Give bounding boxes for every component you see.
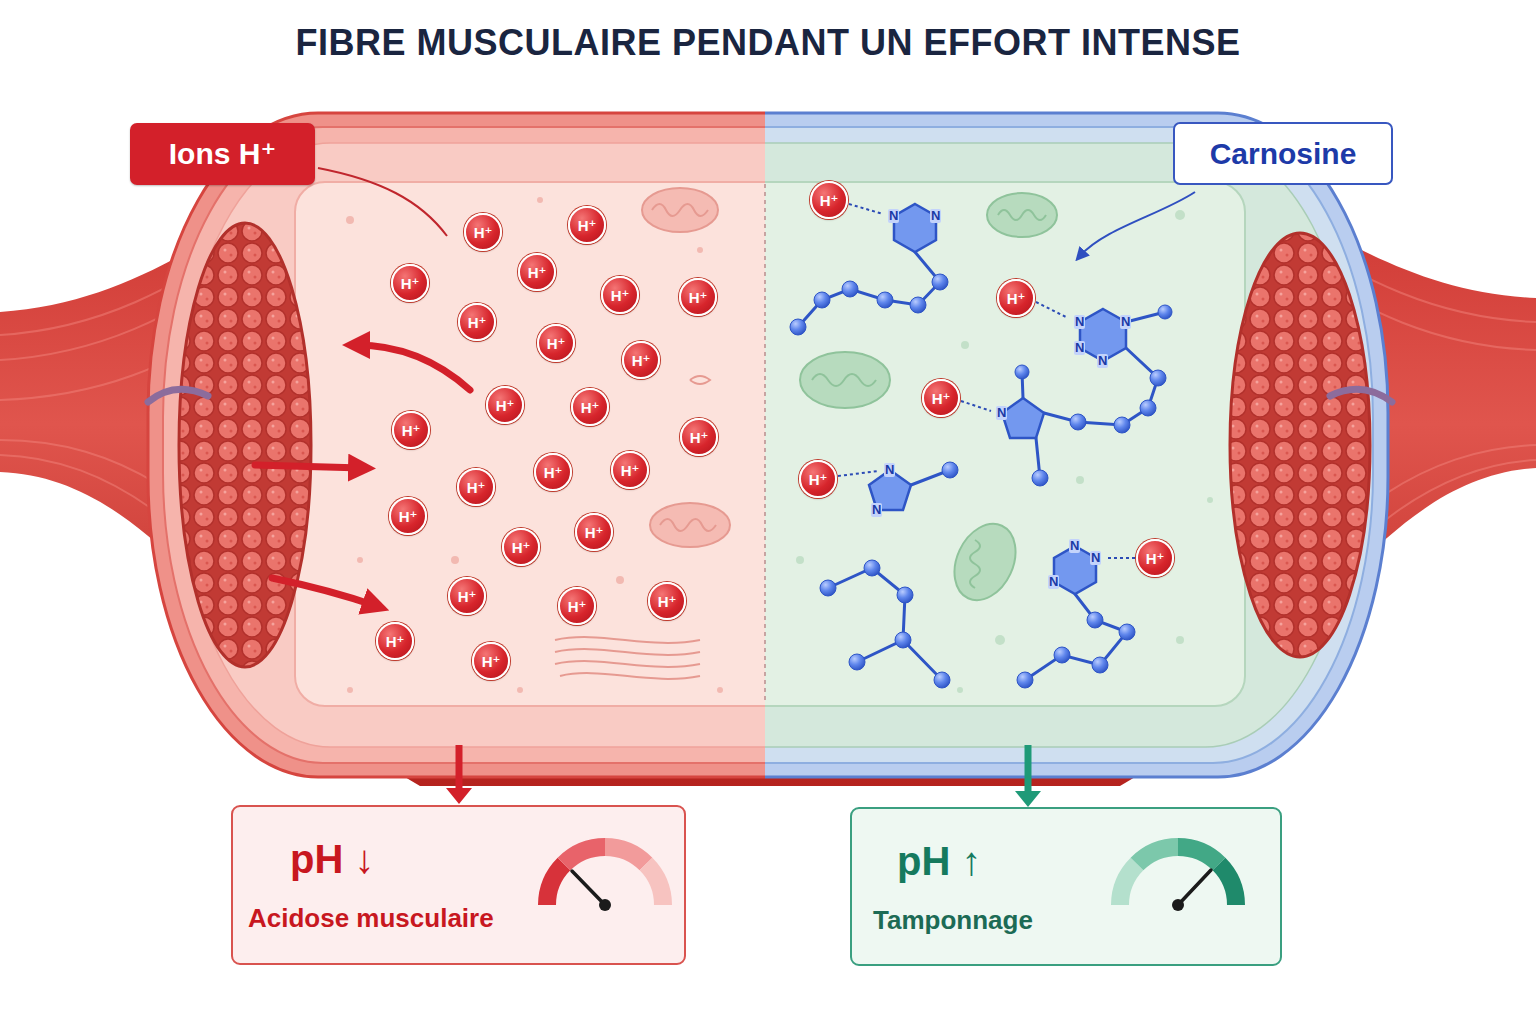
result-box: pH ↑ Tamponnage — [851, 808, 1281, 965]
hydrogen-ion: H⁺ — [1136, 539, 1174, 577]
node-text: H⁺ — [496, 398, 515, 413]
callout-box: Ions H⁺ — [130, 123, 315, 185]
atom-label: N — [1074, 315, 1085, 329]
hydrogen-ion: H⁺ — [502, 528, 540, 566]
result-heading: pH ↓ — [290, 836, 374, 882]
hydrogen-ion: H⁺ — [571, 388, 609, 426]
node-text: H⁺ — [932, 391, 951, 406]
atom-label: N — [930, 209, 941, 223]
node-text: H⁺ — [474, 225, 493, 240]
node-text: H⁺ — [581, 400, 600, 415]
node-text: H⁺ — [468, 315, 487, 330]
hydrogen-ion: H⁺ — [392, 411, 430, 449]
hydrogen-ion: H⁺ — [389, 497, 427, 535]
node-text: H⁺ — [544, 465, 563, 480]
hydrogen-ion: H⁺ — [534, 453, 572, 491]
hydrogen-ion: H⁺ — [601, 276, 639, 314]
node-text: H⁺ — [402, 423, 421, 438]
node-text: H⁺ — [482, 654, 501, 669]
atom-label: N — [1048, 575, 1059, 589]
atom-label: N — [1069, 539, 1080, 553]
hydrogen-ion: H⁺ — [448, 577, 486, 615]
node-text: H⁺ — [690, 430, 709, 445]
node-text: H⁺ — [512, 540, 531, 555]
atom-label: N — [888, 209, 899, 223]
atom-label: N — [884, 463, 895, 477]
node-text: H⁺ — [611, 288, 630, 303]
hydrogen-ion: H⁺ — [486, 386, 524, 424]
node-text: H⁺ — [689, 290, 708, 305]
atom-label: N — [1074, 341, 1085, 355]
hydrogen-ion: H⁺ — [558, 587, 596, 625]
result-body: Tamponnage — [873, 906, 1033, 936]
hydrogen-ion: H⁺ — [518, 253, 556, 291]
hydrogen-ion: H⁺ — [458, 303, 496, 341]
hydrogen-ion: H⁺ — [537, 324, 575, 362]
hydrogen-ion: H⁺ — [799, 460, 837, 498]
callout-box: Carnosine — [1173, 122, 1393, 185]
node-text: H⁺ — [1007, 291, 1026, 306]
hydrogen-ion: H⁺ — [680, 418, 718, 456]
hydrogen-ion: H⁺ — [622, 341, 660, 379]
node-text: H⁺ — [820, 193, 839, 208]
node-text: H⁺ — [386, 634, 405, 649]
node-text: H⁺ — [632, 353, 651, 368]
hydrogen-ion: H⁺ — [997, 279, 1035, 317]
node-text: Ions H⁺ — [169, 137, 277, 170]
node-text: H⁺ — [401, 276, 420, 291]
node-text: H⁺ — [528, 265, 547, 280]
hydrogen-ion: H⁺ — [575, 513, 613, 551]
atom-label: N — [1090, 551, 1101, 565]
result-box: pH ↓ Acidose musculaire — [232, 806, 685, 964]
atom-label: N — [1120, 315, 1131, 329]
node-text: Carnosine — [1210, 137, 1357, 170]
atom-label: N — [871, 503, 882, 517]
node-text: H⁺ — [467, 480, 486, 495]
node-text: H⁺ — [458, 589, 477, 604]
diagram-title: FIBRE MUSCULAIRE PENDANT UN EFFORT INTEN… — [0, 22, 1536, 64]
node-text: H⁺ — [578, 218, 597, 233]
hydrogen-ion: H⁺ — [472, 642, 510, 680]
hydrogen-ion: H⁺ — [457, 468, 495, 506]
hydrogen-ion: H⁺ — [810, 181, 848, 219]
node-text: H⁺ — [568, 599, 587, 614]
atom-label: N — [1097, 354, 1108, 368]
node-text: H⁺ — [1146, 551, 1165, 566]
node-text: H⁺ — [658, 594, 677, 609]
hydrogen-ion: H⁺ — [922, 379, 960, 417]
atom-label: N — [996, 406, 1007, 420]
hydrogen-ion: H⁺ — [464, 213, 502, 251]
hydrogen-ion: H⁺ — [648, 582, 686, 620]
result-body: Acidose musculaire — [248, 904, 494, 934]
hydrogen-ion: H⁺ — [391, 264, 429, 302]
node-text: H⁺ — [399, 509, 418, 524]
result-heading: pH ↑ — [897, 838, 981, 884]
hydrogen-ion: H⁺ — [568, 206, 606, 244]
hydrogen-ion: H⁺ — [679, 278, 717, 316]
node-text: H⁺ — [809, 472, 828, 487]
hydrogen-ion: H⁺ — [376, 622, 414, 660]
node-text: H⁺ — [585, 525, 604, 540]
node-text: H⁺ — [547, 336, 566, 351]
node-text: H⁺ — [621, 463, 640, 478]
hydrogen-ion: H⁺ — [611, 451, 649, 489]
